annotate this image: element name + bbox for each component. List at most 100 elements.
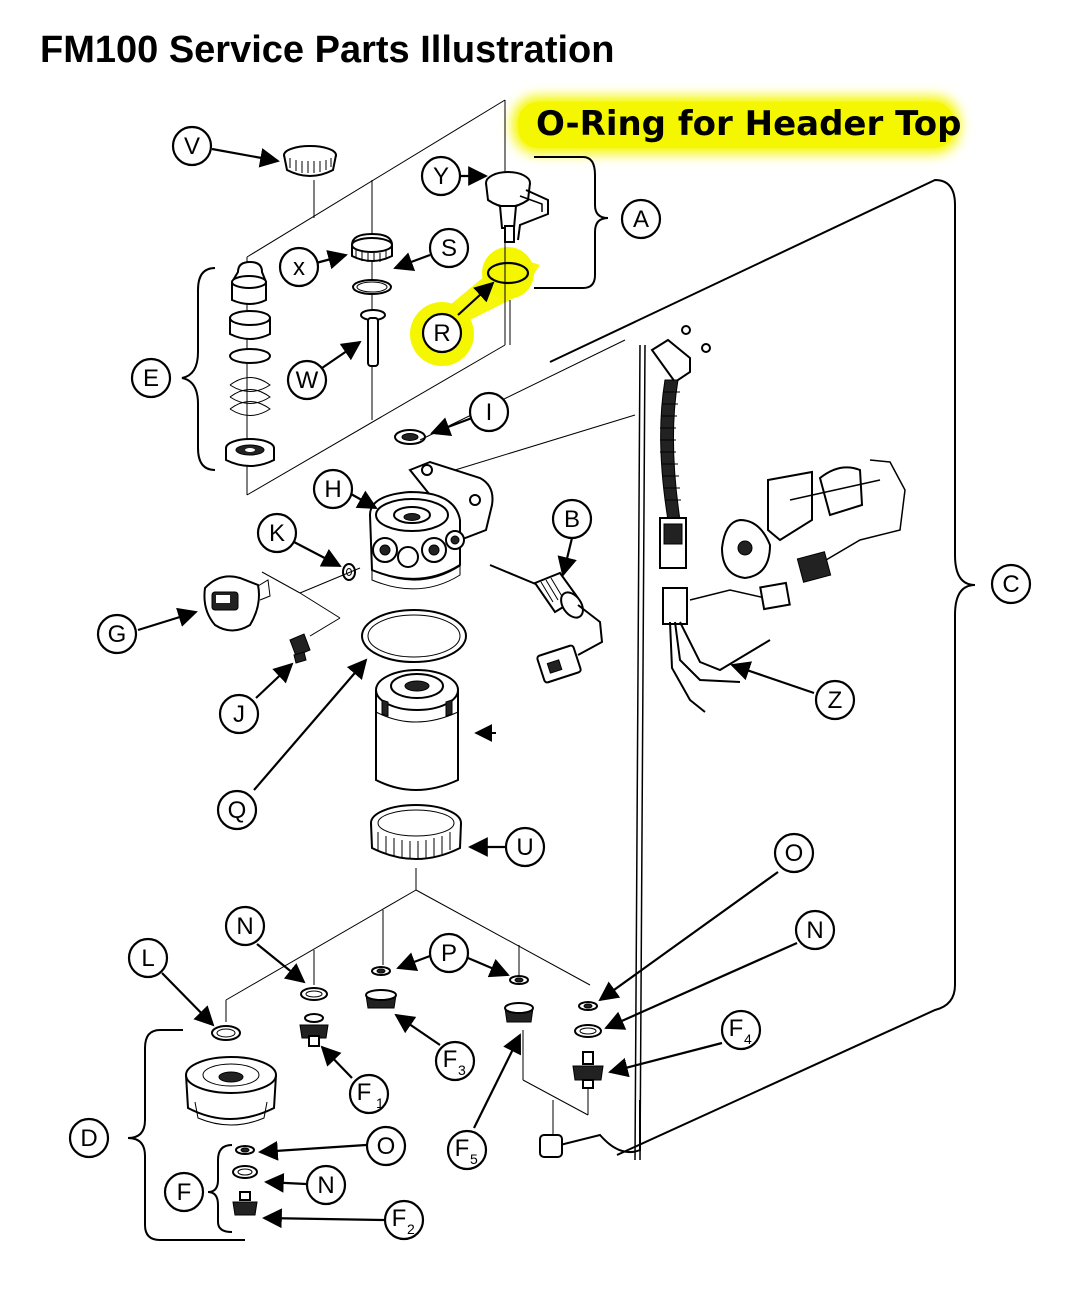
part-c-wiring-harness <box>539 325 906 1161</box>
label-n-top: N <box>224 905 266 947</box>
svg-text:C: C <box>1002 571 1019 598</box>
svg-text:L: L <box>141 945 154 972</box>
part-j-plug <box>289 633 311 664</box>
svg-text:O: O <box>785 840 804 867</box>
label-z: Z <box>814 679 856 721</box>
svg-text:F: F <box>455 1135 470 1162</box>
part-r-o-ring <box>486 261 530 285</box>
svg-text:W: W <box>296 367 319 394</box>
label-d: D <box>68 1117 110 1159</box>
label-g: G <box>96 613 138 655</box>
part-n-o-ring-right <box>574 1024 602 1038</box>
svg-text:x: x <box>293 254 305 281</box>
part-x-cap <box>351 232 393 262</box>
part-g-gauge <box>203 575 271 632</box>
label-k: K <box>256 512 298 554</box>
bracket-a <box>534 156 609 289</box>
label-p: P <box>428 932 470 974</box>
label-w: W <box>286 359 328 401</box>
callout-highlight <box>518 102 954 148</box>
label-l: L <box>127 937 169 979</box>
svg-text:G: G <box>108 621 127 648</box>
label-y: Y <box>420 155 462 197</box>
label-b: B <box>551 498 593 540</box>
label-q: Q <box>216 789 258 831</box>
part-p-washer-right <box>509 975 529 985</box>
label-i: I <box>468 391 510 433</box>
label-c: C <box>990 563 1032 605</box>
svg-text:O: O <box>377 1133 396 1160</box>
part-f3-valve <box>365 989 397 1009</box>
label-e: E <box>130 357 172 399</box>
leader-arrows <box>137 147 815 1229</box>
svg-text:5: 5 <box>470 1151 478 1167</box>
svg-text:Y: Y <box>433 163 449 190</box>
part-n-o-ring-left <box>300 987 328 1001</box>
part-w-pin <box>360 309 386 367</box>
svg-text:K: K <box>269 520 285 547</box>
part-y-sensor-head <box>485 171 549 243</box>
svg-text:U: U <box>516 834 533 861</box>
bracket-f <box>207 1144 233 1233</box>
label-r: R <box>421 312 463 354</box>
part-h-filter-header <box>368 460 494 590</box>
part-b-heater-probe <box>489 564 604 684</box>
lower-assembly-outline <box>225 868 591 1135</box>
label-o-bottom: O <box>365 1125 407 1167</box>
svg-text:A: A <box>633 206 649 233</box>
svg-text:1: 1 <box>376 1095 384 1111</box>
svg-text:N: N <box>236 913 253 940</box>
part-f1-valve <box>299 1013 329 1047</box>
part-k-washer <box>342 563 356 581</box>
svg-text:S: S <box>441 235 457 262</box>
part-d-bowl <box>185 1056 277 1126</box>
part-v-cap-ring <box>283 145 337 177</box>
page-title: FM100 Service Parts Illustration <box>40 29 615 71</box>
label-f: F <box>163 1171 205 1213</box>
label-n-bottom: N <box>305 1164 347 1206</box>
callout-labels: V Y A x S R E W I H B K C G Z J Q U N O … <box>68 125 1032 1241</box>
svg-text:V: V <box>184 133 200 160</box>
part-e-valve-stack <box>181 260 275 471</box>
part-filter-element <box>375 669 459 791</box>
svg-text:2: 2 <box>407 1221 415 1237</box>
label-h: H <box>312 468 354 510</box>
svg-text:J: J <box>233 701 245 728</box>
svg-text:F: F <box>357 1079 372 1106</box>
part-f4-valve <box>572 1051 604 1089</box>
svg-text:F: F <box>177 1179 192 1206</box>
part-s-o-ring <box>352 279 392 295</box>
svg-text:3: 3 <box>458 1062 466 1078</box>
part-f-sub-stack <box>232 1145 258 1216</box>
label-a: A <box>620 198 662 240</box>
svg-text:4: 4 <box>744 1031 752 1047</box>
label-s: S <box>428 227 470 269</box>
part-p-washer-left <box>371 966 391 976</box>
label-n-right: N <box>794 909 836 951</box>
label-u: U <box>504 826 546 868</box>
label-o-top: O <box>773 832 815 874</box>
svg-text:R: R <box>433 320 450 347</box>
svg-text:E: E <box>143 365 159 392</box>
svg-text:F: F <box>729 1015 744 1042</box>
label-v: V <box>171 125 213 167</box>
svg-text:Q: Q <box>228 797 247 824</box>
label-x: x <box>278 246 320 288</box>
svg-text:Z: Z <box>828 687 843 714</box>
part-l-o-ring <box>211 1025 241 1041</box>
label-j: J <box>218 693 260 735</box>
svg-text:H: H <box>324 476 341 503</box>
part-i-washer <box>394 429 426 445</box>
bracket-d <box>127 1029 245 1241</box>
part-f5-valve <box>504 1002 534 1023</box>
part-q-gasket <box>361 609 467 663</box>
svg-text:F: F <box>443 1046 458 1073</box>
svg-text:P: P <box>441 940 457 967</box>
svg-text:B: B <box>564 506 580 533</box>
